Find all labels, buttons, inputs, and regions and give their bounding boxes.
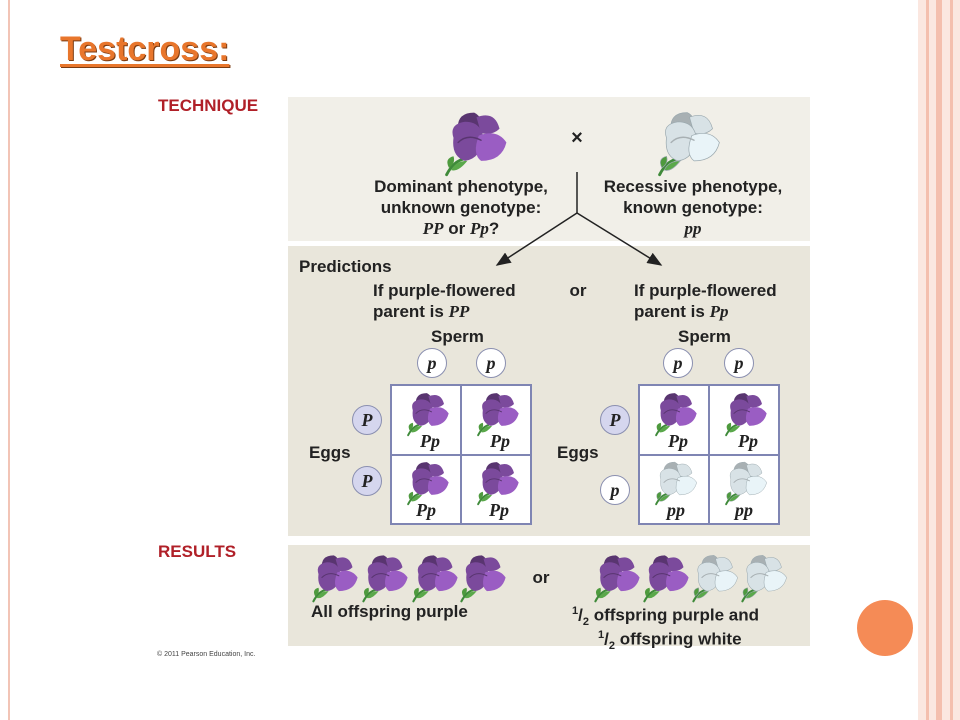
right-egg-gamete: p (600, 475, 630, 505)
right-border-stripes (918, 0, 960, 720)
dominant-genotypes: PP or Pp? (346, 218, 576, 239)
results-right-line1: 1/2 offspring purple and (572, 605, 759, 629)
left-sperm-label: Sperm (431, 327, 484, 346)
result-white-flower-icon (692, 555, 738, 603)
punnett-purple-flower-icon (407, 462, 449, 506)
punnett-purple-flower-icon (655, 393, 697, 437)
result-purple-flower-icon (362, 555, 408, 603)
prediction-right-line2: parent is (634, 302, 710, 321)
results-right-text2: offspring white (619, 629, 742, 649)
fraction-denominator: 2 (582, 616, 589, 629)
dominant-line2: unknown genotype: (380, 198, 542, 217)
dominant-parent-flower-icon (445, 112, 507, 177)
results-or: or (532, 568, 550, 587)
prediction-right-heading: If purple-flowered parent is Pp (634, 280, 777, 322)
punnett-genotype: pp (735, 500, 753, 520)
punnett-cell (391, 385, 461, 455)
left-sperm-gamete: p (417, 348, 447, 378)
genotype-pp: pp (684, 219, 702, 238)
punnett-genotype: pp (667, 500, 685, 520)
punnett-purple-flower-icon (725, 393, 767, 437)
dominant-line1: Dominant phenotype, (374, 177, 548, 196)
predictions-or: or (569, 281, 587, 300)
recessive-line2: known genotype: (623, 198, 763, 217)
result-purple-flower-icon (312, 555, 358, 603)
result-white-flower-icon (741, 555, 787, 603)
punnett-genotype: Pp (668, 431, 688, 451)
punnett-white-flower-icon (655, 461, 697, 506)
result-purple-flower-icon (412, 555, 458, 603)
results-right-text1: offspring purple and (593, 605, 759, 625)
punnett-cell (461, 455, 531, 524)
punnett-purple-flower-icon (477, 393, 519, 437)
genotype-Pp: Pp (469, 219, 489, 238)
prediction-left-genotype: PP (448, 302, 470, 321)
left-sperm-gamete: p (476, 348, 506, 378)
copyright-notice: © 2011 Pearson Education, Inc. (157, 651, 256, 658)
cross-symbol: × (571, 127, 583, 149)
right-sperm-gamete: p (724, 348, 754, 378)
punnett-genotype: Pp (489, 500, 509, 520)
prediction-left-heading: If purple-flowered parent is PP (373, 280, 516, 322)
fraction-denominator: 2 (608, 640, 615, 653)
recessive-parent-description: Recessive phenotype, known genotype: pp (582, 176, 804, 239)
fraction-numerator: 1 (598, 629, 605, 641)
predictions-label: Predictions (299, 257, 392, 276)
left-egg-gamete: P (352, 405, 382, 435)
punnett-genotype: Pp (490, 431, 510, 451)
punnett-cell (709, 455, 779, 524)
recessive-line1: Recessive phenotype, (603, 177, 783, 196)
punnett-cell (461, 385, 531, 455)
result-purple-flower-icon (460, 555, 506, 603)
punnett-white-flower-icon (725, 461, 767, 506)
left-egg-gamete: P (352, 466, 382, 496)
result-purple-flower-icon (594, 555, 640, 603)
punnett-cell (639, 455, 709, 524)
prediction-left-line1: If purple-flowered (373, 281, 516, 300)
slide-title: Testcross: (60, 30, 230, 68)
question-mark: ? (488, 219, 500, 238)
punnett-cell (709, 385, 779, 455)
punnett-cell (391, 455, 461, 524)
technique-label: TECHNIQUE (158, 96, 259, 115)
left-eggs-label: Eggs (309, 443, 351, 462)
accent-circle (857, 600, 913, 656)
right-eggs-label: Eggs (557, 443, 599, 462)
result-purple-flower-icon (643, 555, 689, 603)
punnett-purple-flower-icon (477, 462, 519, 506)
right-sperm-gamete: p (663, 348, 693, 378)
results-left-text: All offspring purple (311, 602, 468, 621)
fraction-numerator: 1 (572, 605, 579, 617)
results-label: RESULTS (158, 542, 237, 561)
genotype-PP: PP (422, 219, 444, 238)
dominant-parent-description: Dominant phenotype, unknown genotype: PP… (346, 176, 576, 239)
recessive-parent-flower-icon (658, 112, 720, 177)
or-word: or (443, 219, 470, 238)
prediction-right-line1: If purple-flowered (634, 281, 777, 300)
punnett-genotype: Pp (420, 431, 440, 451)
right-egg-gamete: P (600, 405, 630, 435)
right-sperm-label: Sperm (678, 327, 731, 346)
punnett-genotype: Pp (738, 431, 758, 451)
prediction-left-line2: parent is (373, 302, 449, 321)
punnett-purple-flower-icon (407, 393, 449, 437)
left-border-line (8, 0, 10, 720)
prediction-right-genotype: Pp (709, 302, 729, 321)
results-right-line2: 1/2 offspring white (598, 629, 742, 653)
punnett-cell (639, 385, 709, 455)
punnett-genotype: Pp (416, 500, 436, 520)
